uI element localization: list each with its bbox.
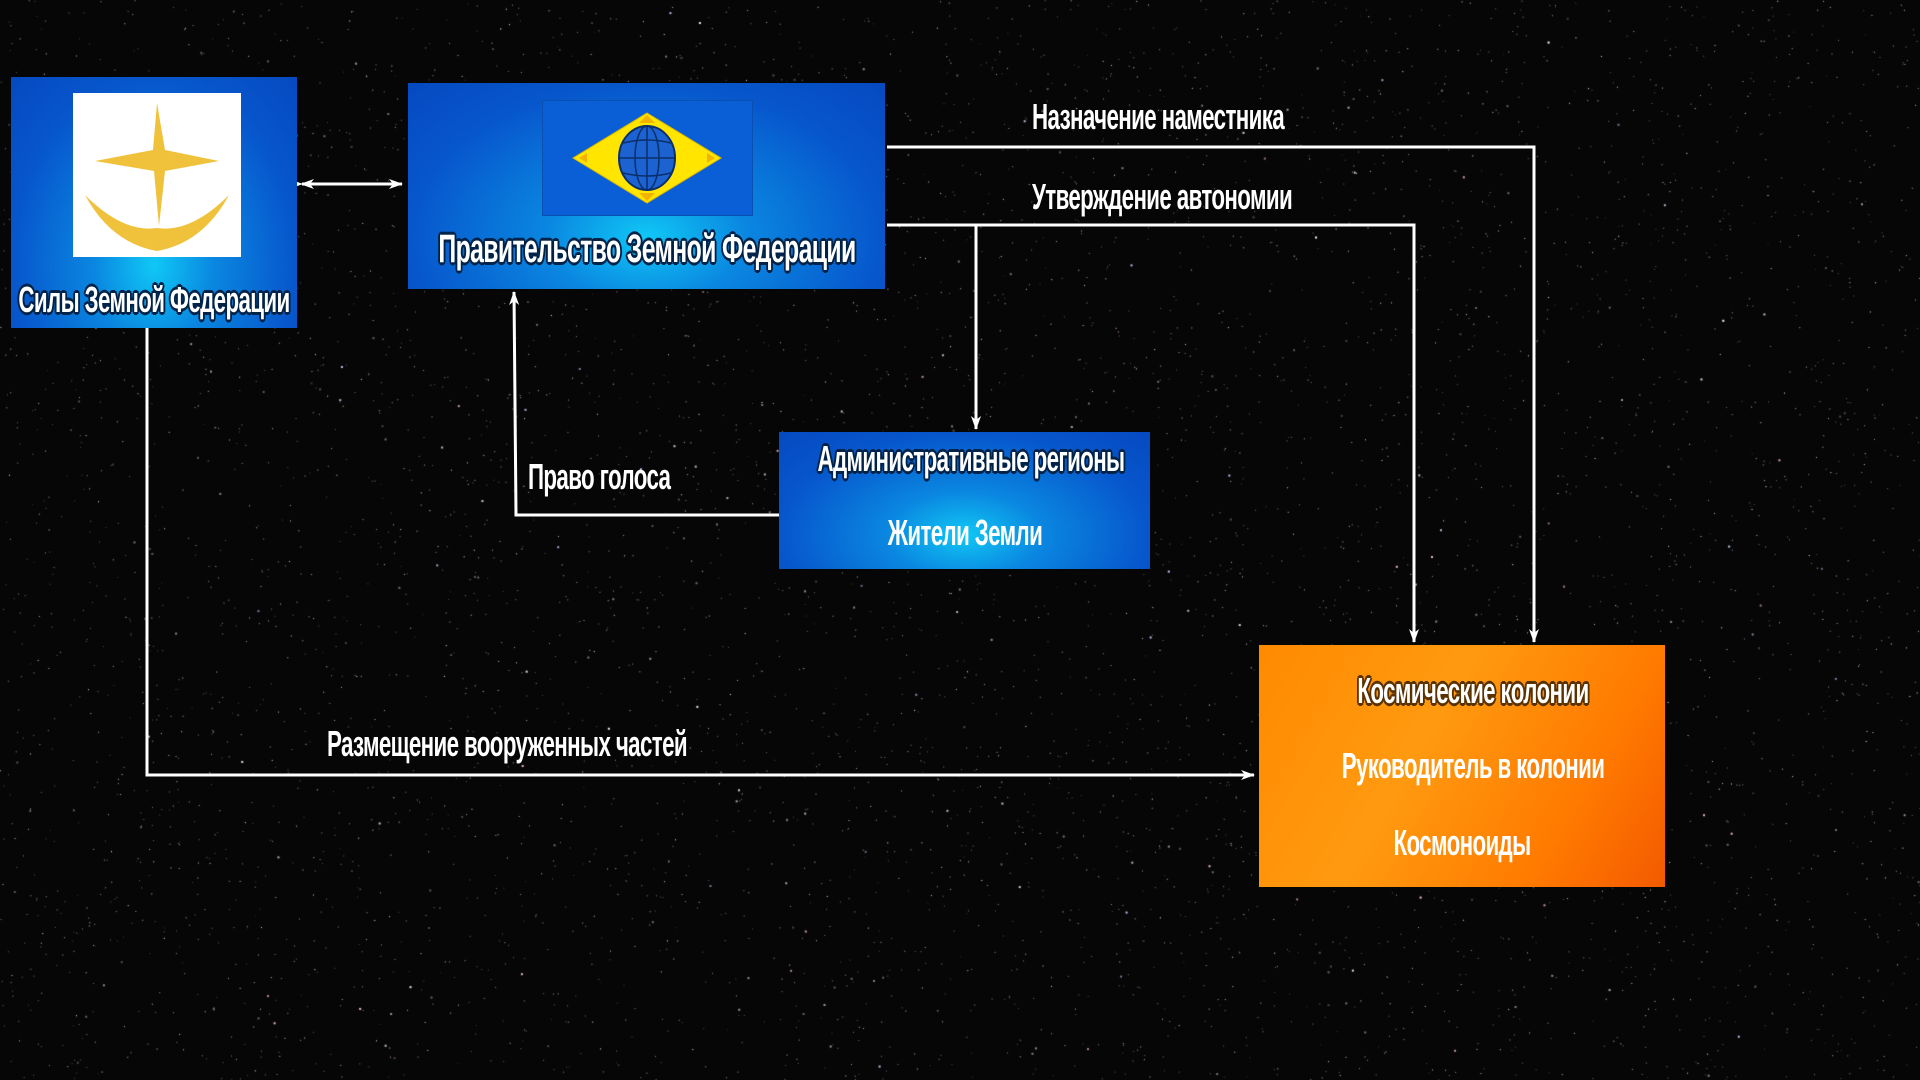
edge-label-deploy: Размещение вооруженных частей (327, 723, 688, 764)
colonies-leader: Руководитель в колонии (1341, 745, 1605, 786)
vote-arrow (509, 291, 779, 517)
regions-node: Административные регионы Жители Земли (779, 432, 1150, 569)
star-anchor-icon (85, 103, 229, 251)
edge-label-appoint: Назначение наместника (1032, 96, 1285, 137)
regions-subtitle: Жители Земли (887, 512, 1043, 553)
appoint-arrow (887, 145, 1539, 643)
deploy-arrow (145, 328, 1255, 780)
colonies-node: Космические колонии Руководитель в колон… (1259, 645, 1665, 887)
globe-diamond-icon (572, 112, 722, 204)
edge-label-vote: Право голоса (528, 456, 671, 497)
government-node: Правительство Земной Федерации (408, 83, 885, 289)
edge-label-autonomy: Утверждение автономии (1032, 176, 1293, 217)
forces-label: Силы Земной Федерации (18, 279, 290, 320)
colonies-cosmonoids: Космоноиды (1393, 822, 1531, 863)
autonomy-arrow (887, 223, 1419, 643)
forces-emblem (73, 93, 241, 257)
regions-title: Административные регионы (817, 438, 1125, 479)
forces-node: Силы Земной Федерации (11, 77, 297, 328)
colonies-title: Космические колонии (1357, 670, 1589, 711)
government-label: Правительство Земной Федерации (438, 227, 856, 271)
federation-flag (542, 100, 753, 216)
